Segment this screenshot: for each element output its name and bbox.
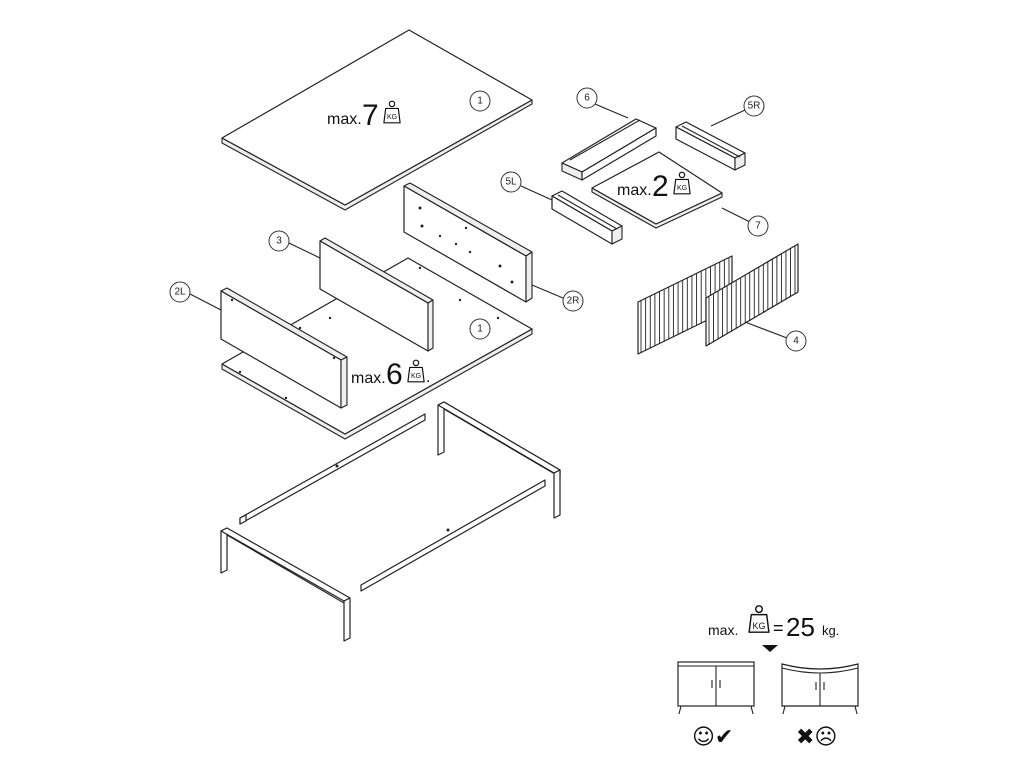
leader-5l bbox=[520, 185, 553, 201]
top-panel-load-label: max. 7 KG bbox=[327, 99, 401, 132]
callout-5l: 5L bbox=[500, 171, 522, 193]
total-load-value: 25 bbox=[786, 612, 815, 642]
kg-weight-icon: KG bbox=[673, 171, 691, 195]
leader-3 bbox=[288, 242, 321, 259]
arrow-down-icon bbox=[762, 645, 778, 652]
kg-weight-icon: KG bbox=[383, 100, 401, 124]
callout-7: 7 bbox=[747, 215, 769, 237]
side-panel-right bbox=[403, 182, 533, 303]
bottom-panel-load-label: max. 6 KG . bbox=[351, 358, 430, 391]
cabinet-correct bbox=[677, 661, 755, 715]
leader-7 bbox=[721, 207, 751, 223]
svg-text:1: 1 bbox=[477, 324, 483, 335]
svg-text:4: 4 bbox=[793, 336, 799, 347]
leg-frame bbox=[220, 401, 561, 642]
drawer-bottom-7 bbox=[591, 151, 723, 229]
callout-3: 3 bbox=[268, 230, 290, 252]
leader-4 bbox=[744, 321, 788, 339]
drawer-load-value: 2 bbox=[652, 170, 669, 203]
callout-4: 4 bbox=[785, 330, 807, 352]
callout-6: 6 bbox=[576, 87, 598, 109]
leader-2l bbox=[189, 293, 222, 311]
svg-text:KG: KG bbox=[387, 114, 397, 121]
bottom-load-value: 6 bbox=[386, 358, 403, 391]
side-panel-left bbox=[220, 287, 348, 409]
total-load-label: max. KG = 25 kg. bbox=[708, 604, 839, 642]
svg-text:3: 3 bbox=[276, 236, 282, 247]
drawer-back-6 bbox=[561, 118, 657, 181]
leader-2r bbox=[531, 284, 564, 299]
kg-weight-icon: KG bbox=[407, 359, 425, 383]
drawer-side-5l bbox=[551, 190, 623, 245]
svg-text:7: 7 bbox=[755, 221, 761, 232]
drawer-load-label: max. 2 KG bbox=[617, 170, 691, 203]
cabinet-sagging bbox=[781, 663, 859, 715]
bottom-load-suffix: . bbox=[426, 369, 430, 386]
leader-6 bbox=[594, 103, 629, 119]
total-load-unit: kg. bbox=[822, 623, 839, 638]
total-load-equals: = bbox=[773, 618, 784, 638]
slat-door-right bbox=[705, 243, 799, 347]
top-panel bbox=[221, 29, 533, 211]
callout-1-top: 1 bbox=[469, 90, 491, 112]
drawer-load-prefix: max. bbox=[617, 182, 652, 199]
callout-5r: 5R bbox=[743, 95, 765, 117]
svg-text:2R: 2R bbox=[567, 296, 580, 307]
svg-text:5L: 5L bbox=[505, 177, 517, 188]
callout-1-bottom: 1 bbox=[469, 318, 491, 340]
svg-text:5R: 5R bbox=[748, 101, 761, 112]
svg-text:1: 1 bbox=[477, 96, 483, 107]
callout-2r: 2R bbox=[562, 290, 584, 312]
svg-text:6: 6 bbox=[584, 93, 590, 104]
middle-panel bbox=[319, 237, 434, 352]
drawer-side-5r bbox=[675, 121, 746, 171]
top-load-prefix: max. bbox=[327, 111, 362, 128]
leader-5r bbox=[710, 109, 746, 127]
callout-2l: 2L bbox=[169, 281, 191, 303]
cross-sad-face-icon: ✖☹ bbox=[796, 725, 837, 750]
total-load-prefix: max. bbox=[708, 622, 738, 638]
kg-weight-icon: KG bbox=[748, 604, 770, 634]
happy-face-check-icon: ☺✔ bbox=[692, 725, 733, 750]
bottom-load-prefix: max. bbox=[351, 370, 386, 387]
top-load-value: 7 bbox=[362, 99, 379, 132]
svg-text:KG: KG bbox=[752, 621, 765, 631]
svg-text:2L: 2L bbox=[174, 287, 186, 298]
svg-text:KG: KG bbox=[677, 185, 687, 192]
svg-text:KG: KG bbox=[411, 373, 421, 380]
